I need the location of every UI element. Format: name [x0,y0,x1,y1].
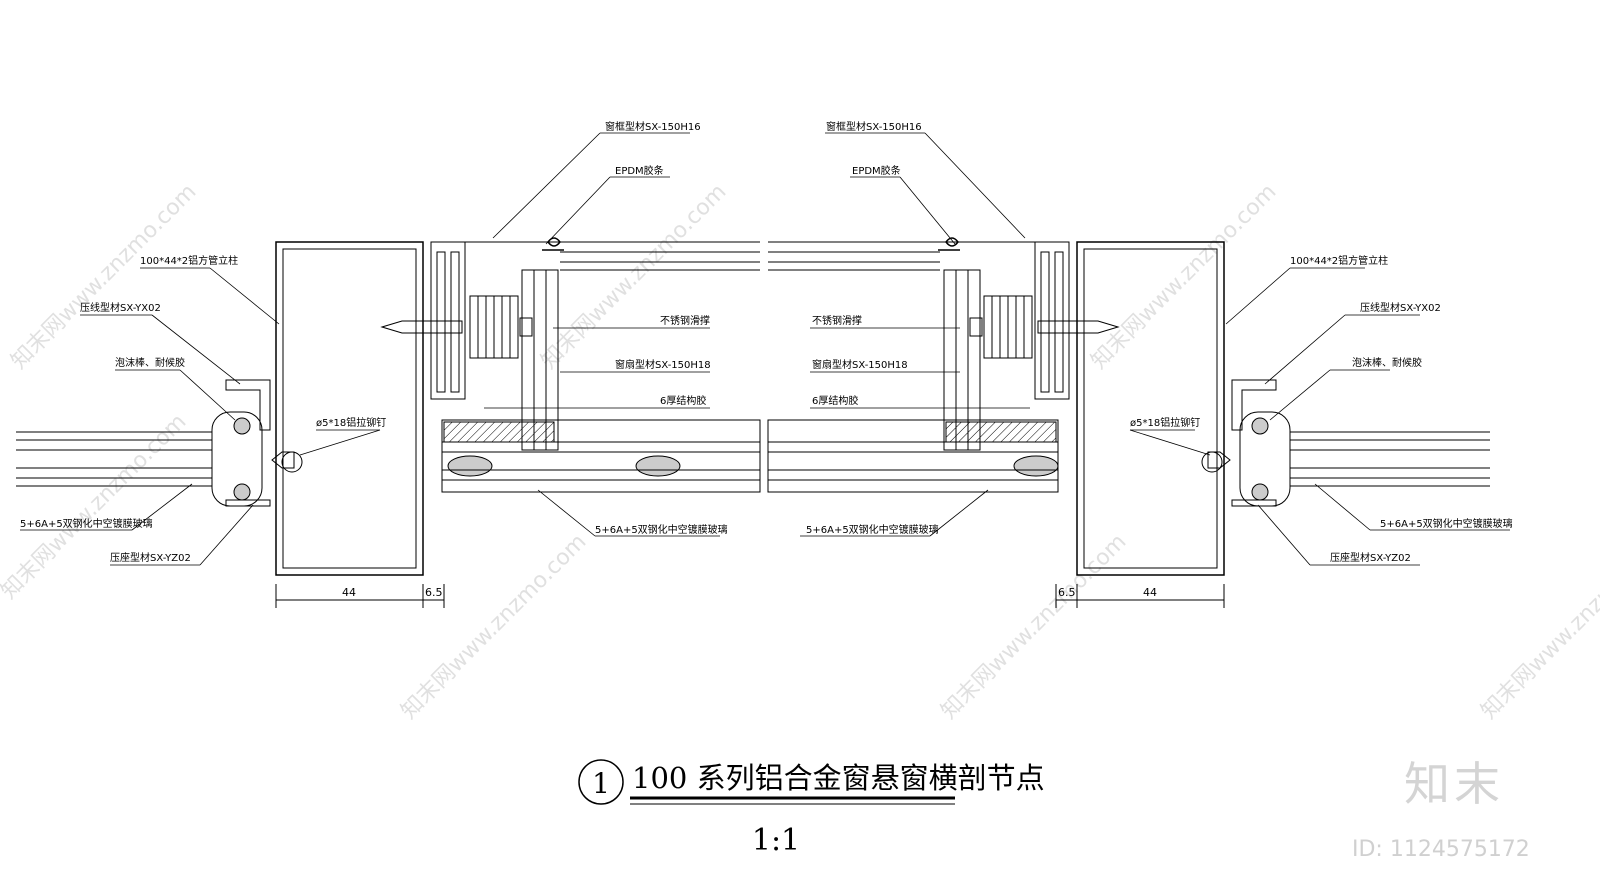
title-block: 1 100 系列铝合金窗悬窗横剖节点 1:1 [578,759,1045,858]
watermark-text: 知末网www.znzmo.com [1087,179,1282,374]
label-steel-tube-left: 100*44*2铝方管立柱 [140,254,238,267]
structural-glue [443,421,555,443]
label-base-left: 压座型材SX-YZ02 [110,551,191,564]
label-foam-left: 泡沫棒、耐候胶 [115,356,185,369]
label-frame-profile-left: 窗框型材SX-150H16 [605,120,701,133]
screw [380,320,463,334]
base-profile [1231,499,1277,507]
aluminum-tube-column [1076,241,1225,576]
left-node [16,237,761,608]
label-epdm-left: EPDM胶条 [615,164,664,177]
glass-panel [441,419,761,493]
label-sash-right: 窗扇型材SX-150H18 [812,358,908,371]
rivet [1207,451,1231,469]
watermark-text: 知末网www.znzmo.com [1477,529,1600,724]
label-glass-right-outer: 5+6A+5双钢化中空镀膜玻璃 [1380,517,1513,530]
stainless-brace [469,295,533,359]
watermark-text: 知末网www.znzmo.com [537,179,732,374]
sash-profile [943,269,981,451]
label-frame-profile-right: 窗框型材SX-150H16 [826,120,922,133]
dimension-44-left: 44 [342,586,356,599]
watermark-text: 知末网www.znzmo.com [397,529,592,724]
base-profile [225,499,271,507]
drawing-title: 100 系列铝合金窗悬窗横剖节点 [632,761,1045,795]
id-watermark: ID: 1124575172 [1352,837,1530,862]
epdm-strip [938,237,960,251]
label-rivet-left: ø5*18铝拉铆钉 [316,416,386,429]
label-base-right: 压座型材SX-YZ02 [1330,551,1411,564]
aluminum-tube-column [275,241,424,576]
epdm-strip [542,237,564,251]
label-glass-right-inner: 5+6A+5双钢化中空镀膜玻璃 [806,523,939,536]
dimension-44-right: 44 [1143,586,1157,599]
drawing-scale: 1:1 [752,823,800,858]
label-rivet-right: ø5*18铝拉铆钉 [1130,416,1200,429]
label-brace-left: 不锈钢滑撑 [660,314,710,327]
label-glass-left-outer: 5+6A+5双钢化中空镀膜玻璃 [20,517,153,530]
label-brace-right: 不锈钢滑撑 [812,314,862,327]
label-steel-tube-right: 100*44*2铝方管立柱 [1290,254,1388,267]
dimension-6-5-right: 6.5 [1058,586,1076,599]
watermark-text: 知末网www.znzmo.com [7,179,202,374]
label-epdm-right: EPDM胶条 [852,164,901,177]
right-node [767,237,1490,608]
label-foam-right: 泡沫棒、耐候胶 [1352,356,1422,369]
label-pressure-line-right: 压线型材SX-YX02 [1360,301,1441,314]
label-sash-left: 窗扇型材SX-150H18 [615,358,711,371]
brand-watermark: 知末 [1404,757,1504,811]
label-pressure-line-left: 压线型材SX-YX02 [80,301,161,314]
sash-profile [521,269,559,451]
dimension-6-5-left: 6.5 [425,586,443,599]
glass-panel [767,419,1059,493]
screw [1037,320,1120,334]
pressure-profile [225,379,271,431]
label-glue-right: 6厚结构胶 [812,394,858,407]
stainless-brace [969,295,1033,359]
structural-glue [945,421,1057,443]
rivet [271,451,295,469]
label-glue-left: 6厚结构胶 [660,394,706,407]
watermark-text: 知末网www.znzmo.com [937,529,1132,724]
pressure-profile [1231,379,1277,431]
detail-number: 1 [592,767,610,800]
detail-number-circle [578,759,624,805]
label-glass-left-inner: 5+6A+5双钢化中空镀膜玻璃 [595,523,728,536]
